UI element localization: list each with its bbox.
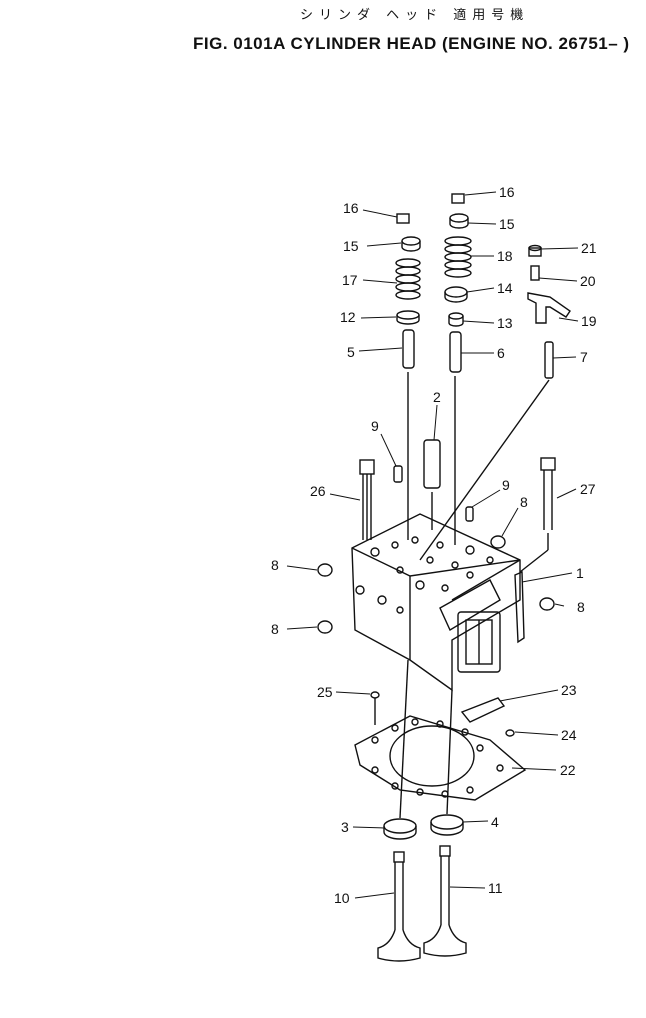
callout-20: 20 <box>580 273 596 289</box>
callout-5: 5 <box>347 344 355 360</box>
callout-25: 25 <box>317 684 333 700</box>
callout-8a: 8 <box>271 557 279 573</box>
callout-6: 6 <box>497 345 505 361</box>
callout-16b: 16 <box>499 184 515 200</box>
callout-15a: 15 <box>343 238 359 254</box>
callout-8d: 8 <box>577 599 585 615</box>
callout-9b: 9 <box>502 477 510 493</box>
callout-27: 27 <box>580 481 596 497</box>
callout-18: 18 <box>497 248 513 264</box>
callout-17: 17 <box>342 272 358 288</box>
callout-16a: 16 <box>343 200 359 216</box>
callout-21: 21 <box>581 240 597 256</box>
injector-sleeve-part <box>527 292 571 324</box>
callout-3: 3 <box>341 819 349 835</box>
callout-15b: 15 <box>499 216 515 232</box>
callout-12: 12 <box>340 309 356 325</box>
callout-2: 2 <box>433 389 441 405</box>
callout-13: 13 <box>497 315 513 331</box>
callout-11: 11 <box>488 880 503 896</box>
nozzle-holder-part <box>423 439 441 489</box>
cylinder-head-block <box>351 513 525 692</box>
figure-subtitle-jp: シリンダ ヘッド 適用号機 <box>300 8 530 23</box>
callout-26: 26 <box>310 483 326 499</box>
callout-23: 23 <box>561 682 577 698</box>
gasket-23-part <box>460 697 506 723</box>
callout-7: 7 <box>580 349 588 365</box>
valve-10-part <box>377 851 421 962</box>
outer-spring-part <box>444 236 472 278</box>
valve-guide-part <box>402 329 415 369</box>
callout-24: 24 <box>561 727 577 743</box>
callout-10: 10 <box>334 890 350 906</box>
cotter-part <box>396 213 410 224</box>
retainer-part <box>401 236 421 246</box>
callout-labels: 16 15 17 12 5 16 15 18 14 13 6 21 20 19 … <box>271 184 597 906</box>
callout-4: 4 <box>491 814 499 830</box>
bolt-27-part <box>540 457 556 530</box>
callout-14: 14 <box>497 280 513 296</box>
callout-19: 19 <box>581 313 597 329</box>
callout-8c: 8 <box>520 494 528 510</box>
figure-title: FIG. 0101A CYLINDER HEAD (ENGINE NO. 267… <box>193 34 630 53</box>
callout-8b: 8 <box>271 621 279 637</box>
callout-1: 1 <box>576 565 584 581</box>
inner-spring-part <box>395 258 421 300</box>
callout-22: 22 <box>560 762 576 778</box>
valve-11-part <box>423 845 467 957</box>
head-gasket-part <box>354 715 527 801</box>
callout-9a: 9 <box>371 418 379 434</box>
bolt-26-part <box>359 459 375 540</box>
